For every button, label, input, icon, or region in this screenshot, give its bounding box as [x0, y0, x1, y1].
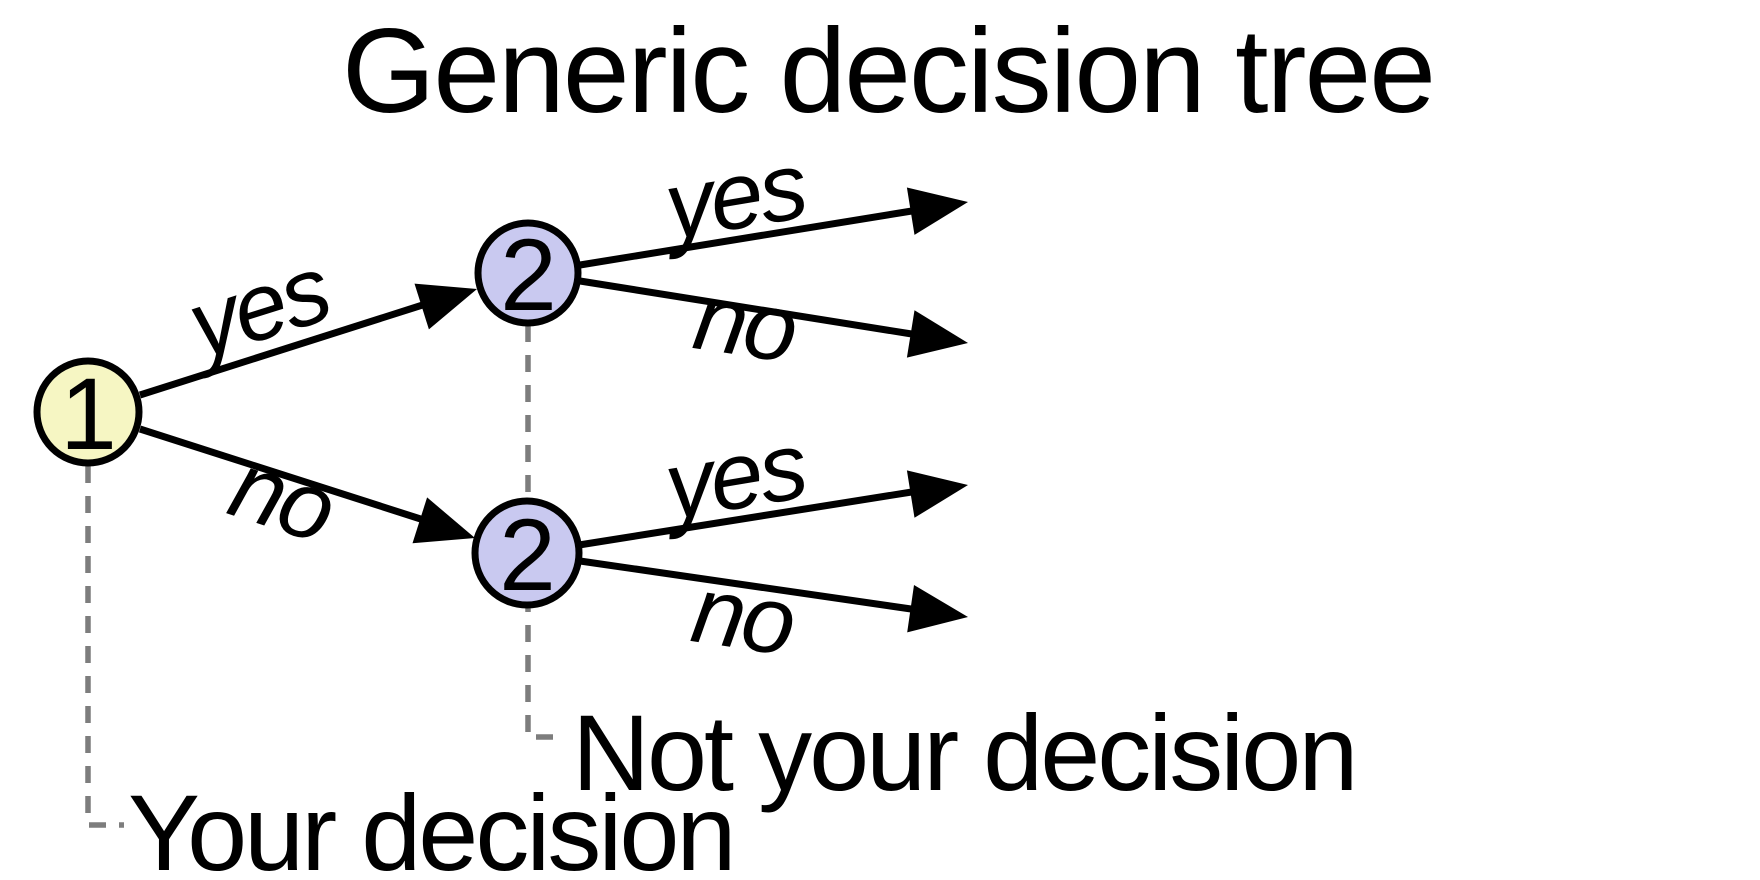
dashed-connector-your-decision: [85, 466, 124, 828]
node-1-decision: [33, 357, 143, 467]
edge-label-no-1: no: [218, 432, 346, 564]
node-2-top-label: 2: [500, 218, 556, 332]
edge-1-to-2bottom: [138, 425, 432, 526]
edge-label-no-2: no: [688, 264, 802, 384]
annotation-not-your-decision: Not your decision: [572, 692, 1355, 813]
dashed-connector-not-your-decision: [525, 325, 564, 740]
node-2-top-chance: [474, 219, 582, 327]
edge-label-yes-1: yes: [171, 236, 342, 381]
edge-label-no-3: no: [686, 557, 800, 677]
node-1-label: 1: [60, 357, 116, 471]
arrowhead-into-2top-icon: [414, 283, 477, 330]
annotation-your-decision: Your decision: [128, 772, 733, 880]
edge-label-yes-2: yes: [652, 132, 814, 261]
node-2-bottom-chance: [471, 497, 583, 609]
arrowhead-into-2bottom-icon: [412, 497, 475, 544]
edge-2top-yes: [579, 206, 919, 269]
arrowhead-outcome-2-icon: [906, 310, 968, 358]
edge-2top-no: [579, 277, 919, 339]
edge-1-to-2top: [138, 298, 434, 399]
edge-2bottom-no: [579, 557, 919, 614]
arrowhead-outcome-1-icon: [906, 187, 968, 235]
edge-label-yes-3: yes: [652, 412, 814, 541]
diagram-title: Generic decision tree: [342, 4, 1434, 138]
edge-2bottom-yes: [578, 487, 919, 549]
arrowhead-outcome-4-icon: [907, 585, 968, 633]
arrowhead-outcome-3-icon: [906, 470, 968, 518]
node-2-bottom-label: 2: [499, 498, 555, 612]
